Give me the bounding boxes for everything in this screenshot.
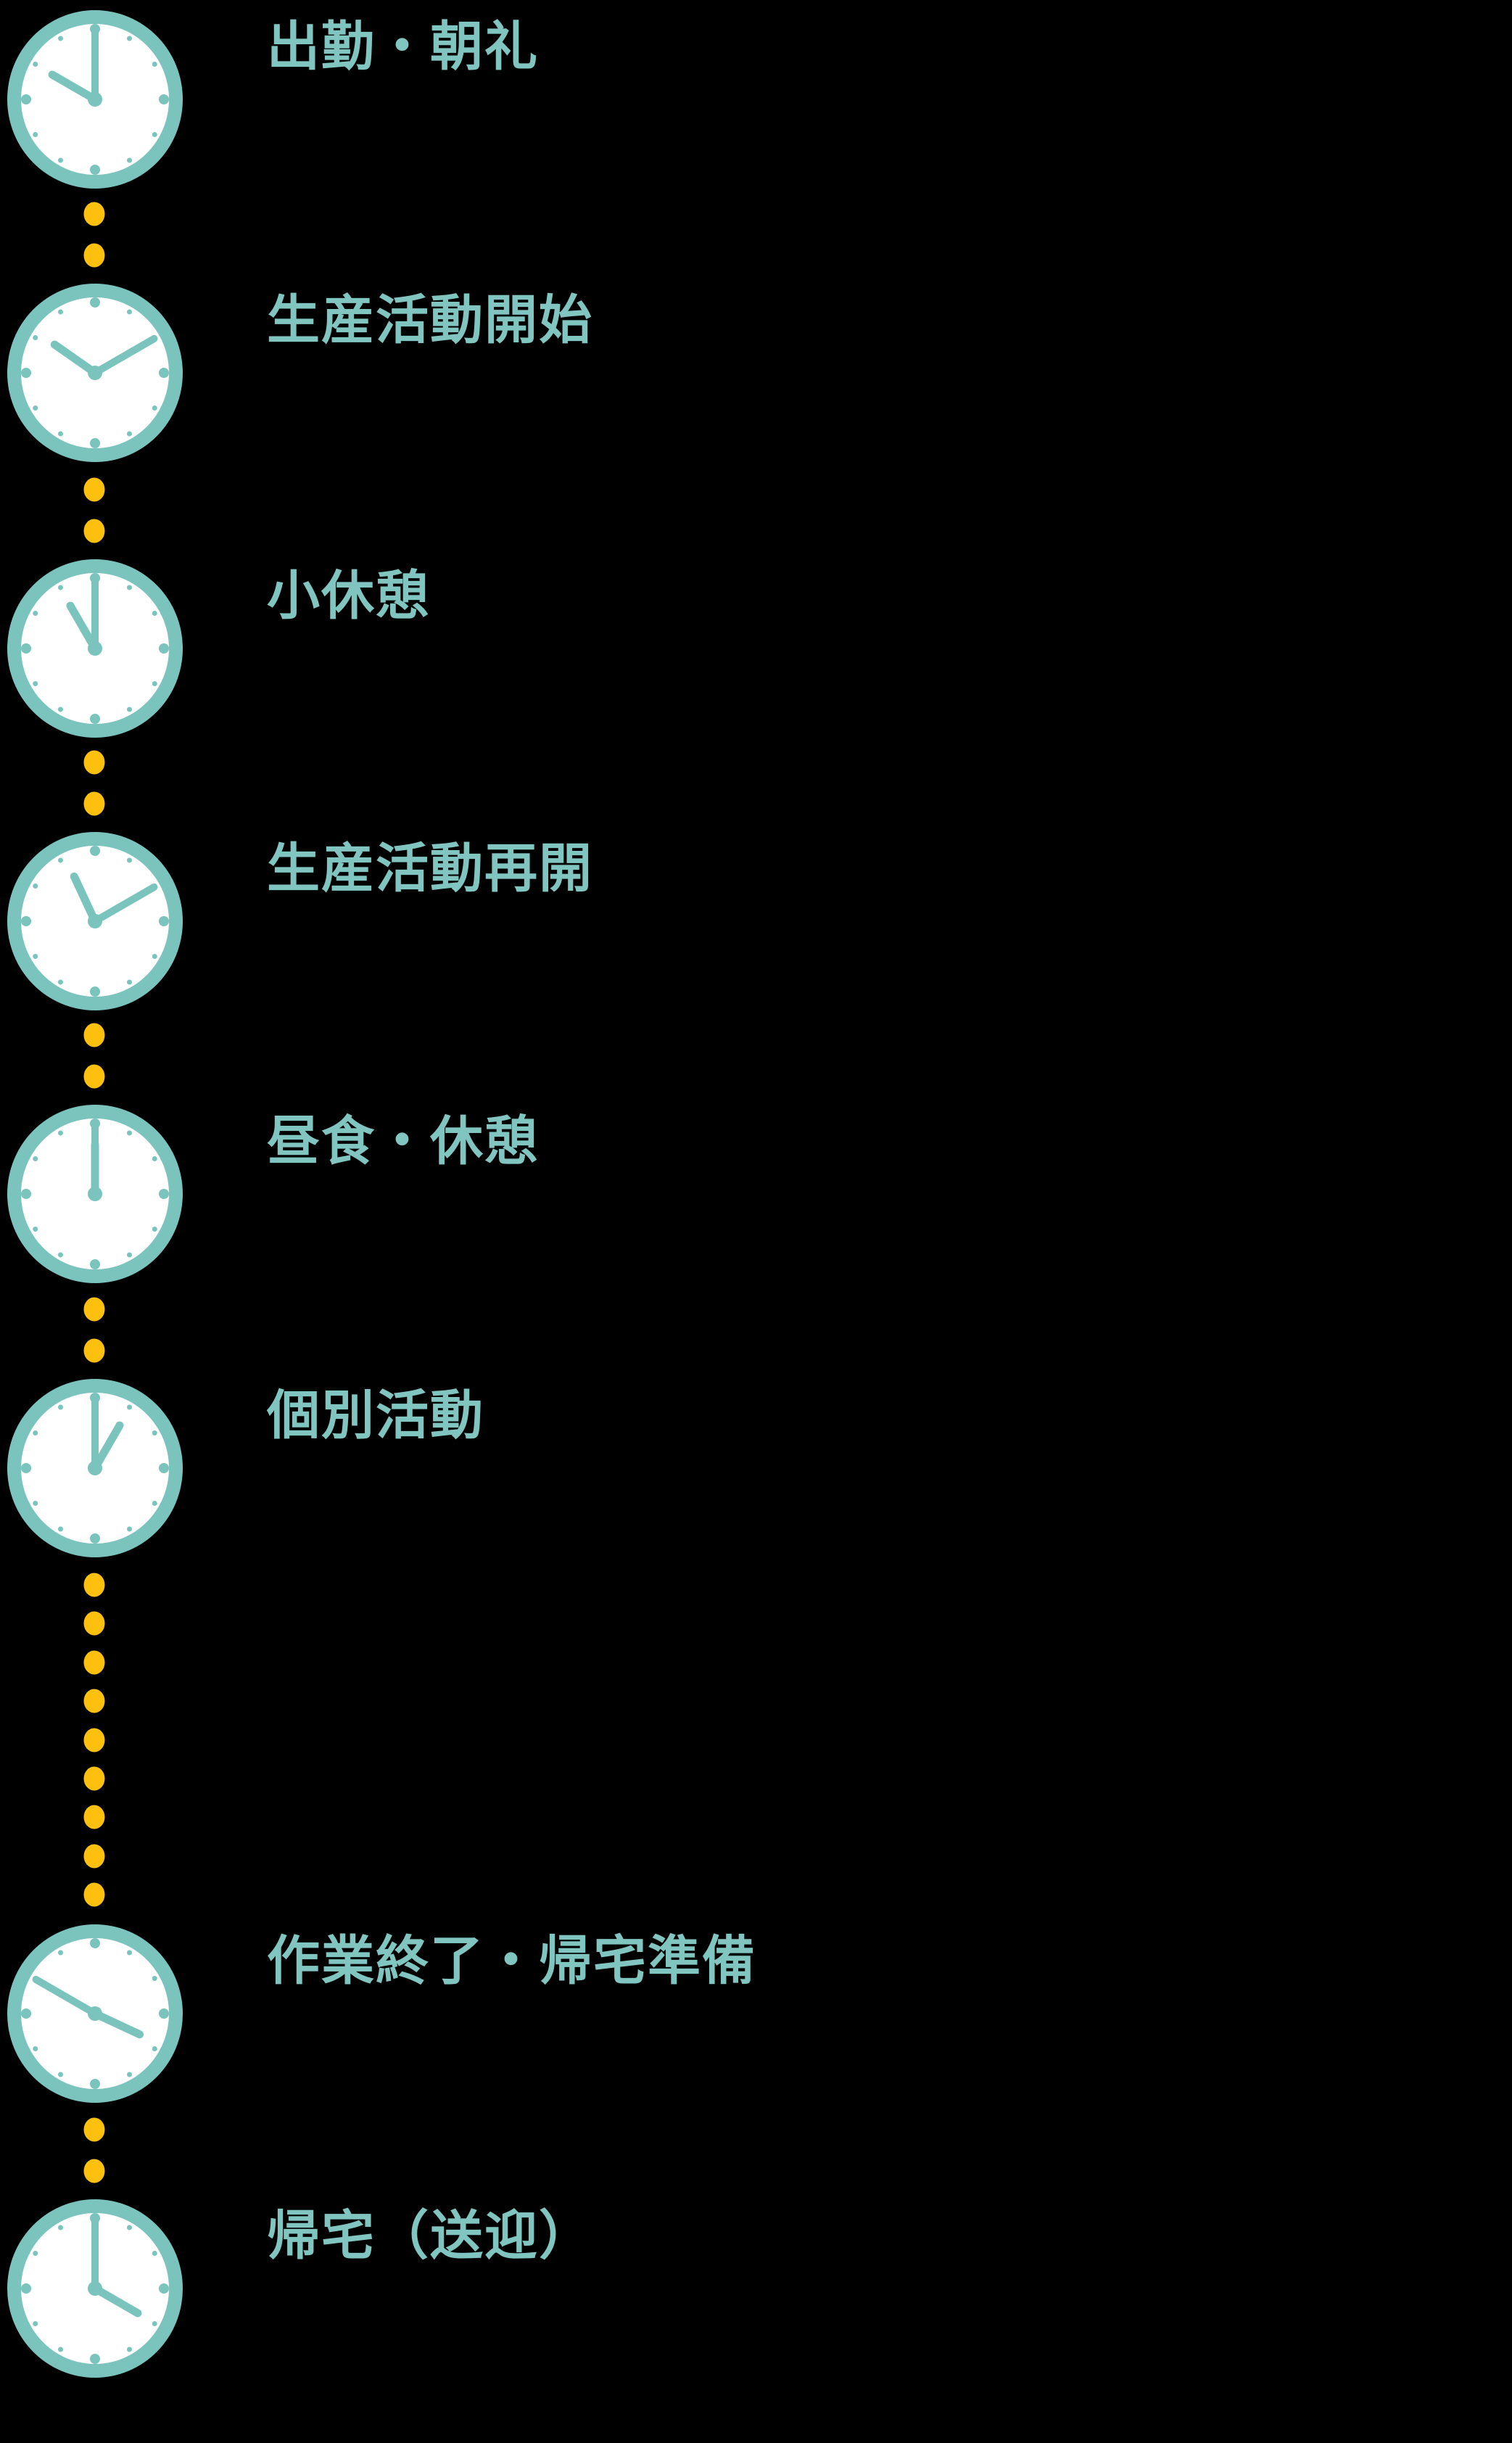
connector-dot	[83, 1573, 105, 1600]
timeline-label: 出勤・朝礼	[267, 16, 539, 78]
connector-dot	[83, 2117, 105, 2145]
connector-dot	[83, 1766, 105, 1794]
timeline-label: 帰宅（送迎）	[267, 2205, 593, 2267]
connector-dot	[83, 791, 105, 819]
timeline-label: 昼食・休憩	[267, 1111, 539, 1172]
connector-dot	[83, 1844, 105, 1871]
connector-dot	[83, 1611, 105, 1639]
clock-icon-16:00	[7, 2199, 183, 2378]
connector-dot	[83, 1064, 105, 1092]
connector-dot	[83, 750, 105, 778]
connector-dot	[83, 1297, 105, 1325]
timeline-label: 生産活動再開	[267, 838, 593, 899]
timeline-label: 作業終了・帰宅準備	[267, 1930, 756, 1992]
connector-dot	[83, 1728, 105, 1755]
connector-dot	[83, 2159, 105, 2186]
clock-icon-13:00	[7, 1378, 183, 1558]
connector-dot	[83, 519, 105, 546]
clock-icon-12:00	[7, 1104, 183, 1284]
connector-dot	[83, 1650, 105, 1678]
connector-dot	[83, 477, 105, 505]
timeline-label: 小休憩	[267, 565, 430, 627]
connector-dot	[83, 1023, 105, 1050]
connector-dot	[83, 202, 105, 229]
connector-dot	[83, 1338, 105, 1366]
clock-icon-15:50	[7, 1924, 183, 2104]
timeline-label: 個別活動	[267, 1385, 484, 1446]
timeline-label: 生産活動開始	[267, 289, 593, 351]
connector-dot	[83, 1689, 105, 1716]
connector-dot	[83, 1805, 105, 1832]
clock-icon-11:10	[7, 831, 183, 1011]
connector-dot	[83, 1882, 105, 1910]
connector-dot	[83, 243, 105, 271]
clock-icon-10:00	[7, 9, 183, 189]
clock-icon-11:00	[7, 559, 183, 738]
clock-icon-10:10	[7, 283, 183, 463]
